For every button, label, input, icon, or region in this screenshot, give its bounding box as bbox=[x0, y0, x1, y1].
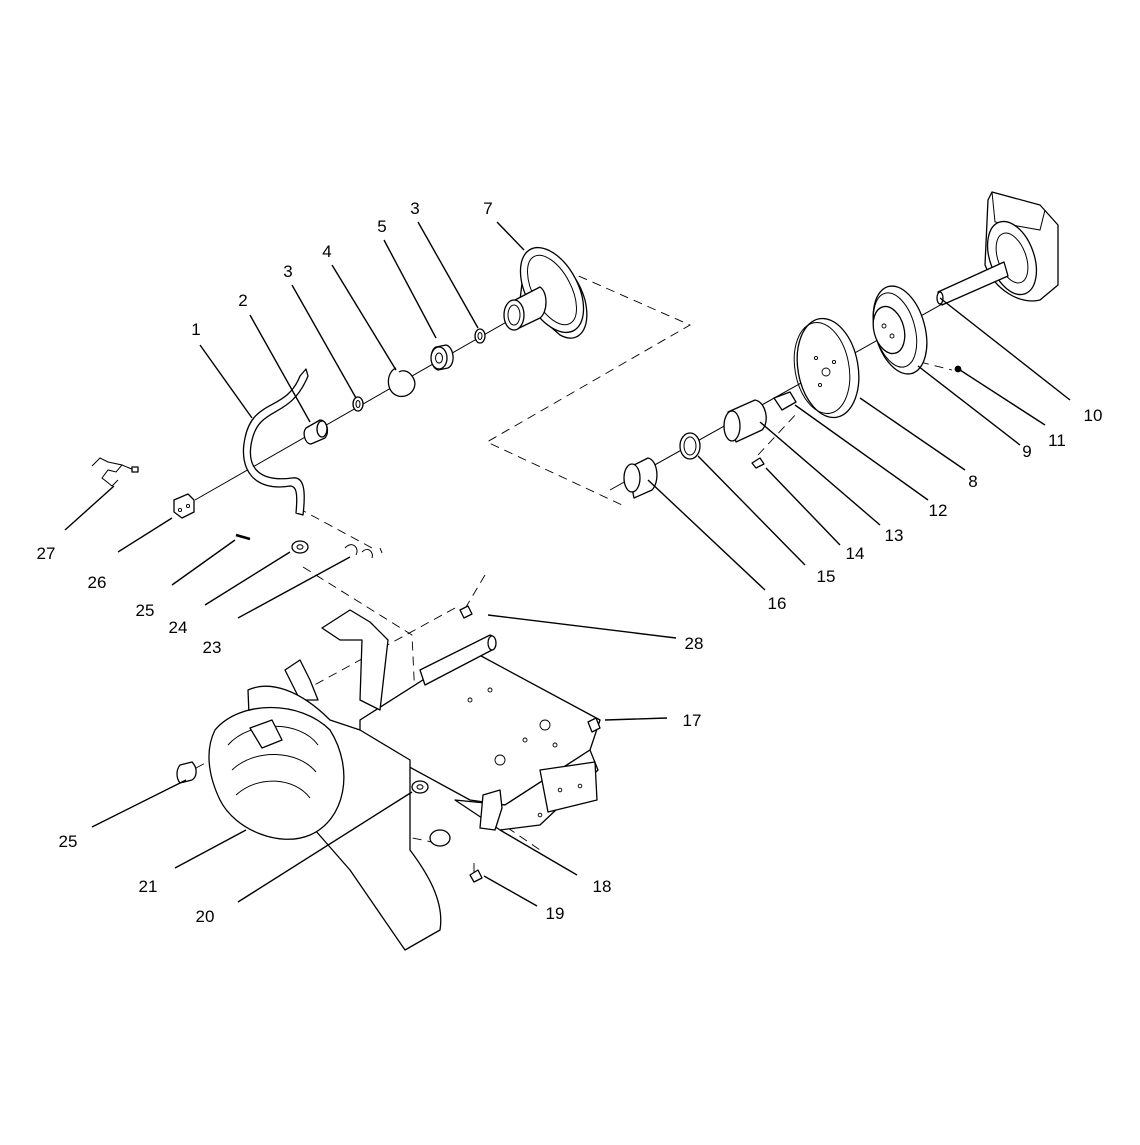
drive-pulley-part-7 bbox=[503, 246, 588, 339]
callout-13: 13 bbox=[885, 526, 904, 545]
disc-plate-part-8 bbox=[793, 317, 860, 419]
callout-1: 1 bbox=[191, 320, 200, 339]
sleeve-part-13 bbox=[723, 399, 767, 443]
knob bbox=[429, 829, 451, 847]
callout-21: 21 bbox=[139, 877, 158, 896]
callout-10: 10 bbox=[1084, 406, 1103, 425]
clip-part-12 bbox=[773, 391, 797, 411]
callout-12: 12 bbox=[929, 501, 948, 520]
bolt-part-19 bbox=[469, 869, 483, 883]
washer-part-20 bbox=[411, 780, 429, 794]
callout-7: 7 bbox=[483, 199, 492, 218]
screw-part-28 bbox=[459, 605, 473, 619]
callout-8: 8 bbox=[968, 472, 977, 491]
callout-20: 20 bbox=[196, 907, 215, 926]
bracket-plate-part-18 bbox=[479, 789, 503, 831]
callout-15: 15 bbox=[817, 567, 836, 586]
callout-17: 17 bbox=[683, 711, 702, 730]
ring-part-3b bbox=[474, 328, 486, 344]
latch-plate-part-23 bbox=[344, 544, 383, 559]
callout-28: 28 bbox=[685, 634, 704, 653]
washer-part-15 bbox=[679, 432, 701, 460]
callout-23: 23 bbox=[203, 638, 222, 657]
callout-9: 9 bbox=[1022, 442, 1031, 461]
shaft-axis-left bbox=[194, 319, 511, 501]
callout-labels: 1 2 3 4 5 3 7 10 11 9 8 12 13 14 15 16 2… bbox=[37, 199, 1103, 926]
handle-rod-part-1 bbox=[242, 368, 309, 516]
ring-part-3 bbox=[352, 396, 364, 412]
callout-25b: 25 bbox=[59, 832, 78, 851]
callout-16: 16 bbox=[768, 594, 787, 613]
spring-clip-part-27 bbox=[91, 457, 139, 487]
callout-25a: 25 bbox=[136, 601, 155, 620]
cap-part-25 bbox=[176, 761, 197, 784]
callout-5: 5 bbox=[377, 217, 386, 236]
bushing-part-2 bbox=[303, 419, 329, 445]
callout-26: 26 bbox=[88, 573, 107, 592]
chassis-frame bbox=[359, 634, 601, 831]
leader-lines bbox=[64, 221, 1071, 907]
callout-11: 11 bbox=[1048, 431, 1066, 450]
nut-part-11 bbox=[954, 365, 962, 373]
callout-3b: 3 bbox=[410, 199, 419, 218]
screw-part-14 bbox=[751, 457, 765, 469]
bracket-part-26 bbox=[173, 493, 195, 519]
bearing-part-5 bbox=[430, 344, 454, 371]
callout-27: 27 bbox=[37, 544, 56, 563]
snap-ring-part-4 bbox=[387, 367, 416, 398]
callout-24: 24 bbox=[169, 618, 188, 637]
pulley-part-9 bbox=[872, 285, 928, 375]
callout-4: 4 bbox=[322, 242, 331, 261]
shaft-axis-right bbox=[609, 279, 986, 491]
upper-bracket bbox=[284, 609, 389, 711]
callout-3a: 3 bbox=[283, 262, 292, 281]
washer-part-24 bbox=[291, 540, 309, 554]
pin-part-25 bbox=[235, 533, 251, 541]
callout-19: 19 bbox=[546, 904, 565, 923]
callout-14: 14 bbox=[846, 544, 865, 563]
gearbox-part-10 bbox=[936, 191, 1059, 306]
callout-2: 2 bbox=[238, 291, 247, 310]
nut-part-17 bbox=[587, 717, 601, 733]
housing-part-21 bbox=[208, 685, 442, 951]
callout-18: 18 bbox=[593, 877, 612, 896]
spacer-part-16 bbox=[623, 457, 658, 499]
